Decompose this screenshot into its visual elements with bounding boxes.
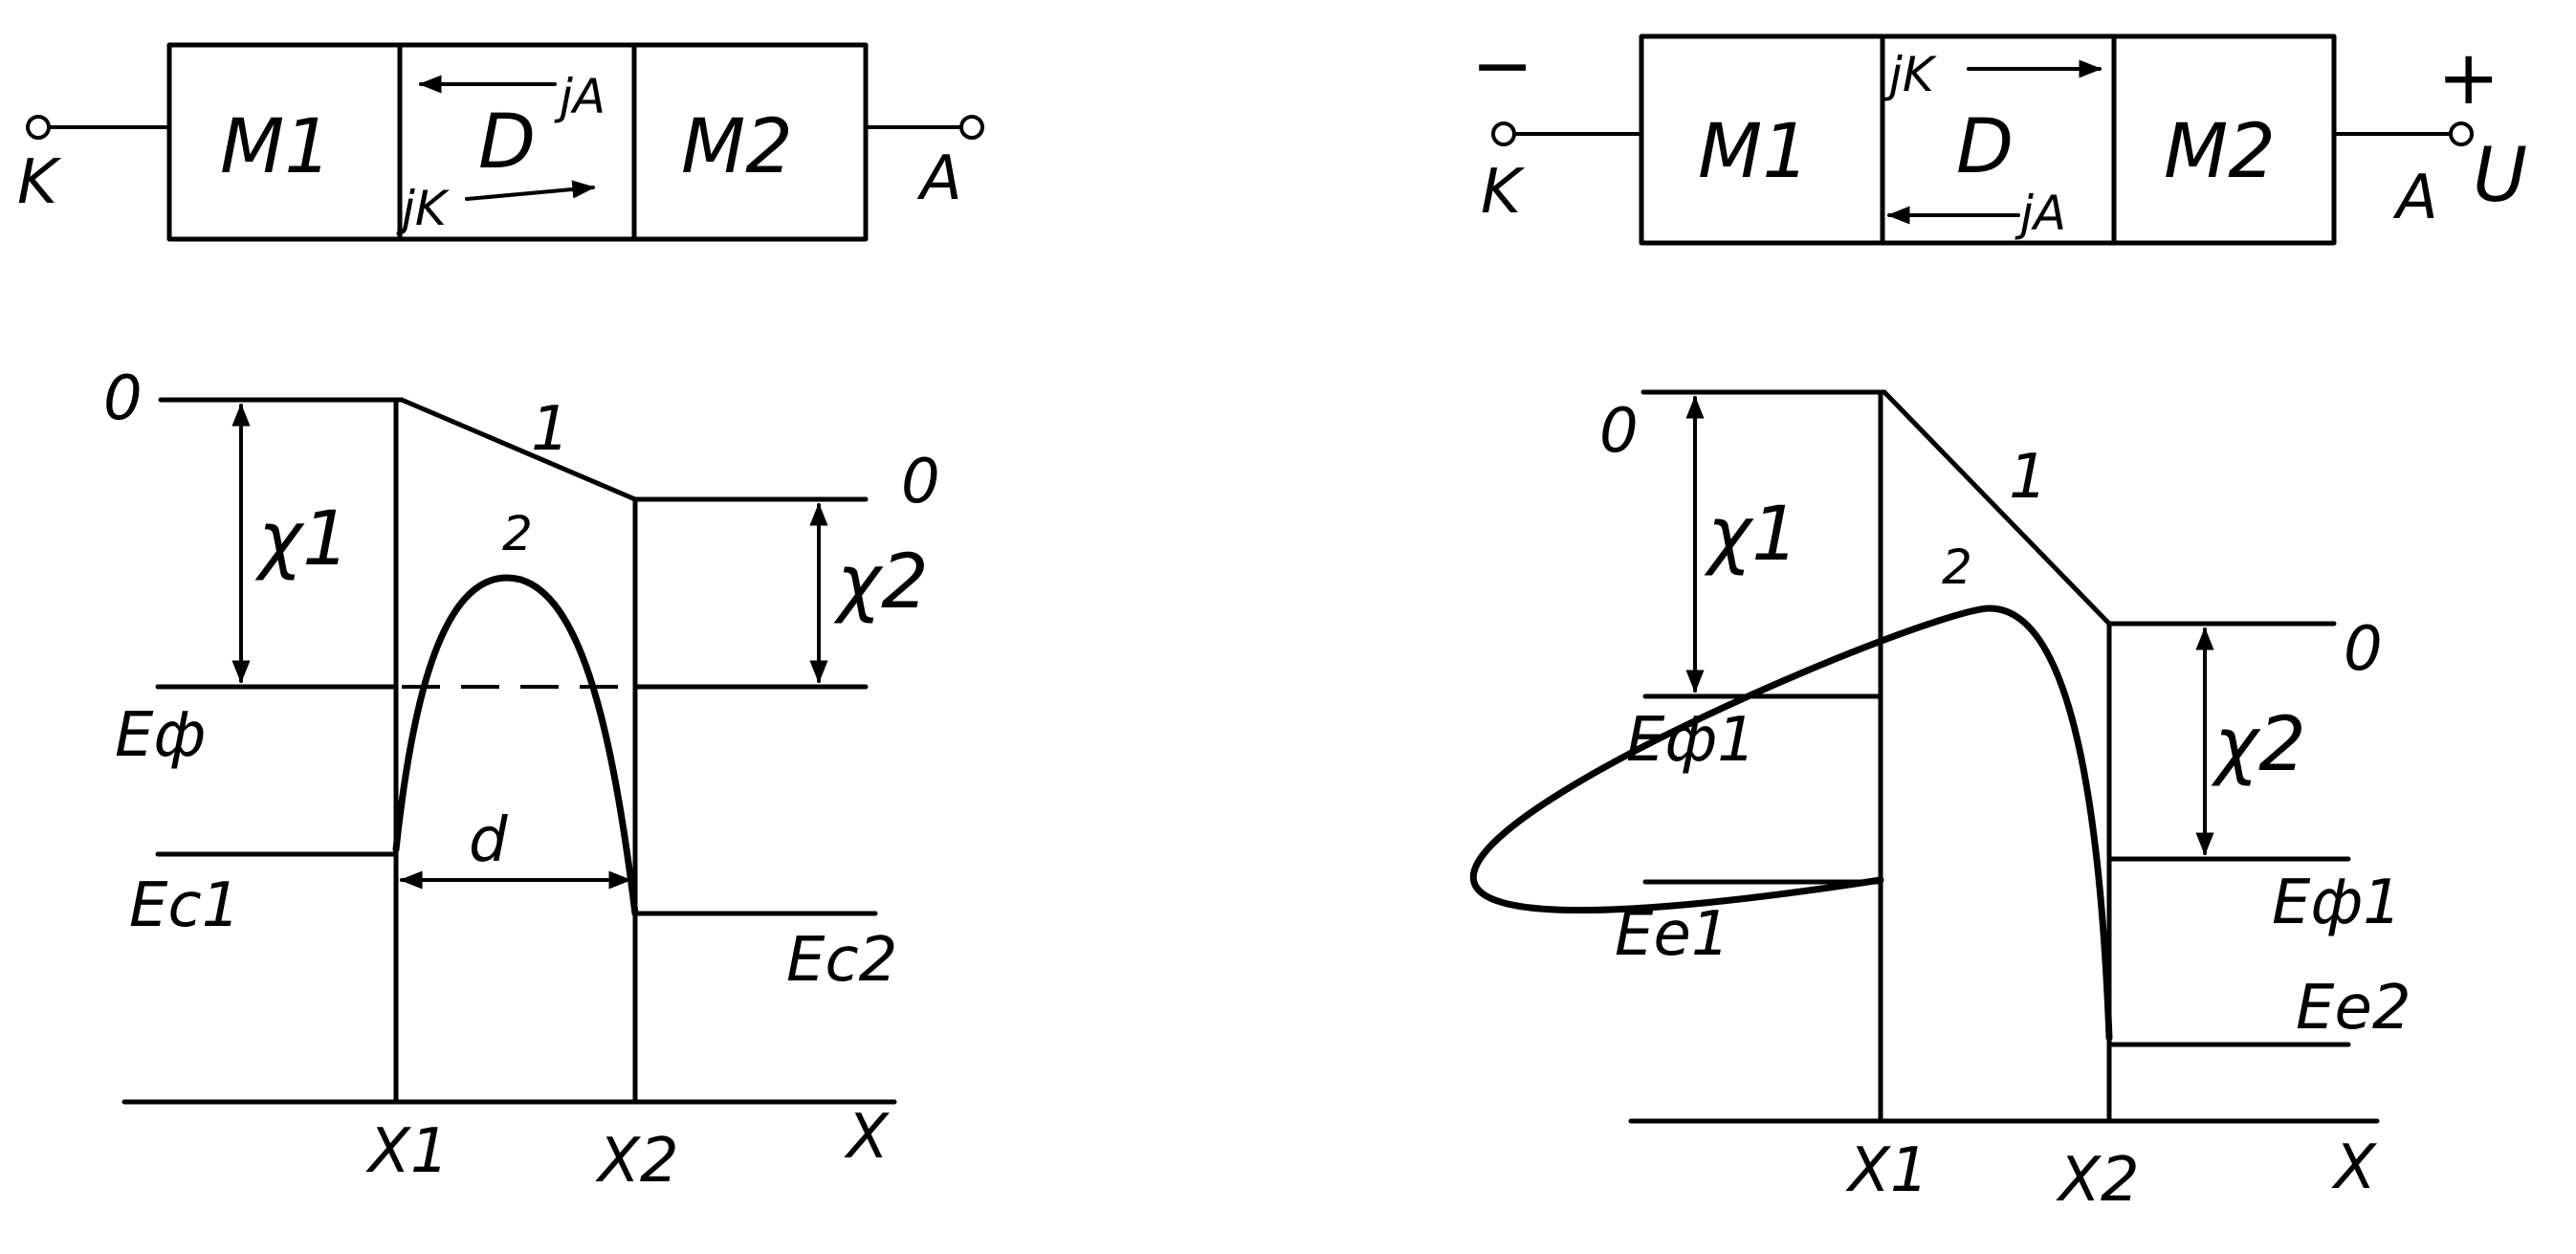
- right-x2-label: X2: [2056, 1145, 2140, 1216]
- right-chi1-label: χ1: [1704, 492, 1799, 578]
- right-chi2-label: χ2: [2211, 702, 2306, 788]
- left-x2-label: X2: [595, 1126, 679, 1197]
- right-ec1-label: Ee1: [1615, 899, 1730, 970]
- left-cathode-label: K: [17, 147, 62, 218]
- right-anode-current-label: jA: [2015, 186, 2066, 241]
- left-zero-right-label: 0: [901, 447, 940, 517]
- right-metal2-label: M2: [2164, 109, 2276, 195]
- right-vacuum-slope-curve-1: [1882, 389, 2112, 627]
- right-cathode-current-label: jK: [1883, 47, 1938, 102]
- right-anode-label: A: [2392, 163, 2438, 233]
- left-anode-terminal: [959, 115, 984, 140]
- left-ec2-label: Ec2: [786, 925, 897, 996]
- left-vacuum-slope-curve-1: [399, 397, 638, 502]
- right-circuit: − + K A U M1 M2 D jK jA: [1471, 23, 2527, 246]
- right-x-label: X: [2331, 1133, 2377, 1203]
- left-anode-current-label: jA: [554, 69, 605, 124]
- left-cathode-current-arrow: [465, 180, 596, 201]
- left-dielectric-label: D: [478, 99, 536, 186]
- left-cathode-terminal: [26, 115, 51, 140]
- right-x1-label: X1: [1845, 1135, 1929, 1206]
- left-width-label: d: [469, 805, 508, 876]
- right-curve2-label: 2: [1942, 539, 1972, 595]
- right-fermi2-label: Eф1: [2272, 868, 2402, 938]
- left-x-label: X: [844, 1102, 890, 1173]
- right-plus-label: +: [2437, 35, 2499, 121]
- left-metal1-label: M1: [220, 104, 332, 190]
- left-chi1-label: χ1: [254, 496, 350, 583]
- left-chi2-label: χ2: [833, 539, 929, 626]
- left-circuit: K A M1 M2 D jA jK: [17, 42, 984, 242]
- right-structure-box: [1639, 33, 2337, 246]
- left-curve2-label: 2: [502, 506, 533, 561]
- right-ec2-label: Ee2: [2296, 973, 2411, 1044]
- left-zero-left-label: 0: [103, 363, 143, 434]
- right-panel: − + K A U M1 M2 D jK jA: [1469, 23, 2527, 1216]
- right-barrier-curve-2: [1469, 605, 2113, 1042]
- right-fermi1-label: Eф1: [1626, 705, 1756, 776]
- left-fermi-label: Eф: [115, 700, 206, 771]
- left-ec1-label: Ec1: [129, 870, 240, 941]
- left-barrier-curve-2: [392, 574, 639, 917]
- left-structure-box: [166, 42, 869, 242]
- left-metal2-label: M2: [681, 104, 793, 190]
- left-band-diagram: 0 0 1 2 χ1 χ2 Eф Ec1 Ec2 d X1 X2 X: [103, 363, 940, 1197]
- right-dielectric-label: D: [1956, 104, 2014, 190]
- right-zero-left-label: 0: [1599, 396, 1639, 467]
- right-cathode-label: K: [1481, 157, 1526, 228]
- left-x1-label: X1: [365, 1116, 450, 1187]
- right-cathode-terminal: [1491, 121, 1516, 146]
- left-panel: K A M1 M2 D jA jK: [17, 42, 984, 1197]
- left-curve1-label: 1: [531, 394, 570, 465]
- right-zero-right-label: 0: [2344, 614, 2383, 685]
- right-minus-label: −: [1471, 23, 1533, 109]
- right-band-diagram: 0 0 1 2 χ1 χ2 Eф1 Ee1 Eф1 Ee2 X1 X2 X: [1469, 389, 2411, 1216]
- right-metal1-label: M1: [1698, 109, 1810, 195]
- right-voltage-label: U: [2473, 133, 2527, 219]
- right-anode-terminal: [2449, 121, 2474, 146]
- right-curve1-label: 1: [2009, 442, 2048, 513]
- left-cathode-current-label: jK: [396, 181, 451, 236]
- left-anode-label: A: [916, 143, 962, 214]
